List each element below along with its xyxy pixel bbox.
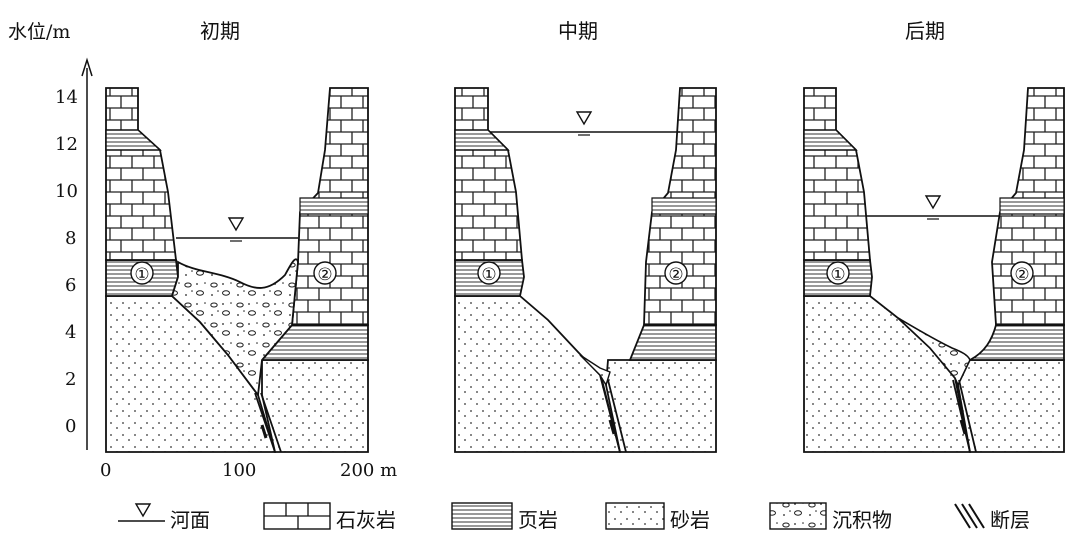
right-bank-sandstone [261, 359, 369, 453]
rock-label: ① [830, 265, 845, 285]
fault-line [254, 392, 282, 453]
legend-label: 河面 [170, 508, 210, 532]
left-bank-shale-top [803, 129, 858, 151]
left-bank-shale-top [454, 129, 510, 151]
right-bank-sandstone [957, 359, 1065, 453]
sediment-fill [897, 317, 971, 387]
water-surface-symbol [134, 503, 152, 518]
panel-title: 中期 [558, 19, 598, 43]
shale-pattern [451, 502, 513, 530]
legend-label: 断层 [990, 508, 1030, 532]
rock-label: ② [668, 265, 683, 285]
sediment-pattern [769, 502, 827, 530]
fault-line [952, 379, 977, 453]
right-bank-shale [628, 324, 717, 361]
fault-line [601, 379, 627, 453]
x-tick-label: 100 [222, 460, 256, 481]
legend-item-water: 河面 [118, 503, 210, 532]
panel-middle: 中期 ① ② [454, 19, 717, 453]
legend-label: 石灰岩 [336, 508, 396, 532]
y-tick-label: 8 [65, 228, 76, 249]
y-axis-label: 水位/m [8, 21, 70, 43]
legend-item-shale: 页岩 [451, 502, 558, 532]
legend-item-limestone: 石灰岩 [263, 502, 396, 532]
y-tick-label: 2 [65, 369, 76, 390]
legend-item-sandstone: 砂岩 [605, 502, 710, 532]
x-axis: 0 100 200 m [100, 460, 397, 481]
legend-item-fault: 断层 [954, 503, 1030, 532]
legend-label: 沉积物 [832, 508, 892, 532]
x-tick-label: 200 m [340, 460, 397, 481]
right-bank-shale [969, 324, 1065, 361]
legend-label: 页岩 [518, 508, 558, 532]
left-bank-limestone [454, 87, 523, 261]
fault-symbol [954, 503, 985, 529]
panel-early: 初期 ① ② [105, 19, 369, 453]
y-tick-label: 14 [55, 87, 78, 108]
rock-label: ② [1014, 265, 1029, 285]
legend-label: 砂岩 [670, 508, 710, 532]
left-bank-shale-top [105, 129, 162, 151]
rock-label: ① [481, 265, 496, 285]
left-bank-limestone [105, 87, 178, 261]
sediment-fill [579, 354, 611, 387]
y-tick-label: 6 [65, 275, 76, 296]
right-bank-shale-band [651, 197, 717, 215]
legend-item-sediment: 沉积物 [769, 502, 892, 532]
rock-label: ② [317, 265, 332, 285]
y-tick-label: 10 [55, 181, 78, 202]
y-tick-label: 12 [55, 134, 78, 155]
legend: 河面 石灰岩 页岩 砂岩 沉积物 断层 [118, 502, 1030, 532]
sediment-fill [170, 258, 299, 398]
sandstone-pattern [605, 502, 665, 530]
left-bank-sandstone [454, 295, 622, 453]
panel-title: 初期 [200, 19, 240, 43]
y-tick-label: 4 [65, 322, 76, 343]
left-bank-sandstone [803, 295, 972, 453]
panel-late: 后期 ① ② [803, 19, 1065, 453]
panel-title: 后期 [905, 19, 945, 43]
y-tick-label: 0 [65, 416, 76, 437]
right-bank-shale-band [999, 197, 1065, 215]
right-bank-shale-band [299, 197, 369, 215]
y-axis: 水位/m 14 12 10 8 6 4 2 0 [8, 21, 93, 450]
left-bank-limestone [803, 87, 871, 261]
rock-label: ① [134, 265, 149, 285]
x-tick-label: 0 [100, 460, 111, 481]
